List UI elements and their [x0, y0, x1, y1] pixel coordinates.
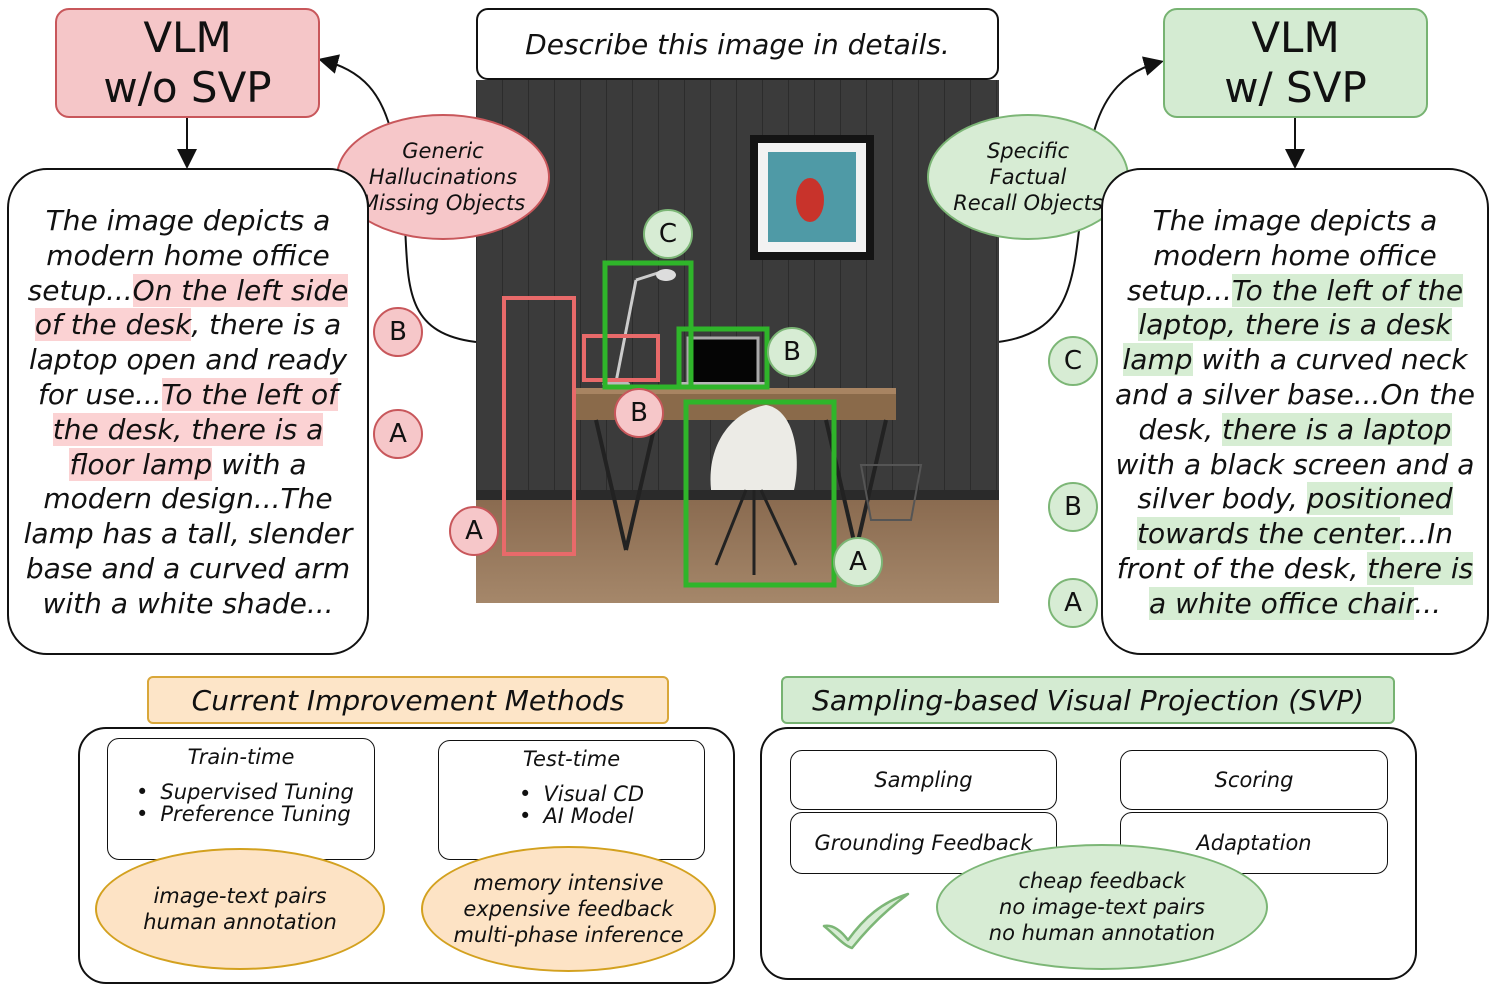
- vlm-without-svp-line2: w/o SVP: [103, 63, 272, 112]
- generic-hallucinations-ellipse: Generic Hallucinations Missing Objects: [336, 114, 550, 240]
- right-desc-text-5: ...: [1414, 586, 1441, 620]
- test-time-heading: Test-time: [522, 747, 621, 771]
- vlm-with-svp-line1: VLM: [1251, 13, 1340, 62]
- image-badge-b-green: B: [767, 327, 817, 377]
- ellipse-left-line3: Missing Objects: [360, 191, 526, 215]
- test-time-item-2: AI Model: [519, 805, 704, 827]
- right-badge-b: B: [1048, 482, 1098, 532]
- svp-title: Sampling-based Visual Projection (SVP): [781, 676, 1395, 724]
- ellipse-right-line3: Recall Objects: [953, 191, 1103, 215]
- svp-benefit-1: cheap feedback: [1018, 869, 1186, 893]
- bbox-green-a: [683, 399, 837, 588]
- scoring-step-box: Scoring: [1120, 750, 1388, 810]
- train-time-item-2: Preference Tuning: [136, 803, 374, 825]
- chair: [710, 405, 797, 490]
- right-description-box: The image depicts a modern home office s…: [1101, 168, 1489, 655]
- train-time-item-1: Supervised Tuning: [136, 781, 374, 803]
- train-time-list: Supervised Tuning Preference Tuning: [108, 781, 374, 825]
- checkmark-icon: [822, 892, 910, 950]
- train-time-heading: Train-time: [187, 745, 295, 769]
- left-badge-b: B: [373, 307, 423, 357]
- test-issue-2: expensive feedback: [463, 897, 674, 921]
- image-badge-c: C: [643, 209, 693, 259]
- ellipse-right-line2: Factual: [989, 165, 1067, 189]
- laptop-screen: [686, 336, 760, 386]
- test-time-box: Test-time Visual CD AI Model: [438, 740, 705, 860]
- bbox-red-a: [502, 296, 576, 556]
- left-desc-text-1: The image depicts a modern home office s…: [27, 204, 331, 307]
- current-methods-title: Current Improvement Methods: [147, 676, 669, 724]
- right-desc-text-1: The image depicts a modern home office s…: [1126, 204, 1438, 307]
- left-desc-text-3: with a modern design...The lamp has a ta…: [23, 447, 353, 620]
- right-desc-text-2: with a curved neck and a silver base...O…: [1114, 343, 1476, 446]
- right-desc-highlight-2: there is a laptop: [1222, 412, 1452, 446]
- ellipse-left-line2: Hallucinations: [368, 165, 518, 189]
- image-badge-a-green: A: [833, 537, 883, 587]
- svp-benefit-2: no image-text pairs: [999, 895, 1205, 919]
- test-issue-3: multi-phase inference: [453, 923, 684, 947]
- office-scene-image: [476, 80, 999, 603]
- svp-benefit-3: no human annotation: [988, 921, 1216, 945]
- image-badge-a-red: A: [449, 506, 499, 556]
- right-badge-c: C: [1048, 336, 1098, 386]
- left-description-box: The image depicts a modern home office s…: [7, 168, 369, 655]
- floor: [476, 500, 999, 603]
- image-badge-b-red: B: [614, 388, 664, 438]
- desk-leg: [594, 419, 628, 551]
- test-time-list: Visual CD AI Model: [439, 783, 704, 827]
- train-time-box: Train-time Supervised Tuning Preference …: [107, 738, 375, 860]
- bbox-red-b: [582, 334, 660, 382]
- vlm-with-svp-line2: w/ SVP: [1224, 63, 1367, 112]
- vlm-with-svp-box: VLM w/ SVP: [1163, 8, 1428, 118]
- train-issue-1: image-text pairs: [153, 884, 327, 908]
- vlm-without-svp-box: VLM w/o SVP: [55, 8, 320, 118]
- left-badge-a: A: [373, 409, 423, 459]
- waste-basket: [859, 464, 923, 521]
- specific-factual-ellipse: Specific Factual Recall Objects: [927, 114, 1129, 240]
- bbox-green-c: [602, 260, 694, 390]
- test-time-item-1: Visual CD: [519, 783, 704, 805]
- train-time-issues-ellipse: image-text pairs human annotation: [95, 848, 385, 970]
- ellipse-right-line1: Specific: [986, 139, 1070, 163]
- desk-lamp: [614, 279, 638, 383]
- prompt-box: Describe this image in details.: [476, 8, 999, 80]
- right-badge-a: A: [1048, 578, 1098, 628]
- test-issue-1: memory intensive: [473, 871, 664, 895]
- right-desc-text-3: with a black screen and a silver body,: [1115, 447, 1475, 516]
- vlm-without-svp-line1: VLM: [143, 13, 232, 62]
- ellipse-left-line1: Generic: [402, 139, 484, 163]
- test-time-issues-ellipse: memory intensive expensive feedback mult…: [421, 846, 716, 972]
- left-desc-text-2: , there is a laptop open and ready for u…: [28, 308, 348, 411]
- svp-benefits-ellipse: cheap feedback no image-text pairs no hu…: [936, 844, 1268, 970]
- sampling-step-box: Sampling: [790, 750, 1057, 810]
- train-issue-2: human annotation: [143, 910, 337, 934]
- right-desc-text-4: ...In front of the desk,: [1116, 517, 1454, 585]
